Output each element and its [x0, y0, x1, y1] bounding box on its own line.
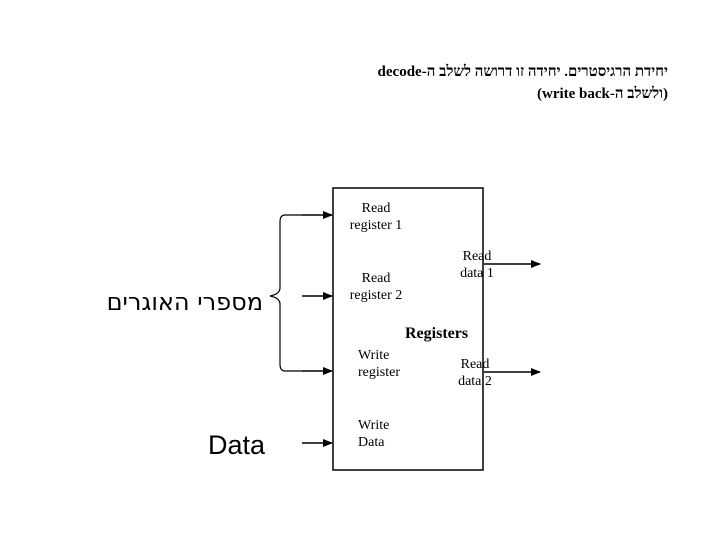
register-numbers-label: מספרי האוגרים	[106, 288, 263, 316]
read-register-2-label: Read register 2	[347, 270, 405, 304]
read-register-1-label: Read register 1	[347, 200, 405, 234]
register-numbers-brace	[269, 214, 302, 372]
read-register-2-line-1: Read	[361, 271, 391, 286]
read-register-1-line-2: register 1	[349, 218, 403, 233]
read-data-1-label: Read data 1	[451, 248, 503, 282]
data-label: Data	[208, 430, 266, 460]
write-data-label: Write Data	[358, 417, 389, 451]
write-register-label: Write register	[358, 347, 400, 381]
write-register-line-1: Write	[358, 348, 390, 363]
read-data-2-line-1: Read	[460, 357, 490, 372]
read-register-2-line-2: register 2	[349, 288, 403, 303]
registers-title: Registers	[405, 325, 469, 342]
heading-line-2: (ולשלב ה-write back)	[537, 86, 668, 102]
heading-line-1: יחידת הרגיסטרים. יחידה זו דרושה לשלב ה-d…	[377, 64, 668, 80]
read-data-1-line-1: Read	[462, 249, 492, 264]
write-register-line-2: register	[358, 365, 400, 380]
write-data-line-1: Write	[358, 418, 390, 433]
write-data-line-2: Data	[358, 435, 385, 450]
read-register-1-line-1: Read	[361, 201, 391, 216]
registers-block	[332, 187, 484, 471]
read-data-1-line-2: data 1	[460, 266, 494, 281]
read-data-2-line-2: data 2	[458, 374, 492, 389]
read-data-2-label: Read data 2	[450, 356, 500, 390]
